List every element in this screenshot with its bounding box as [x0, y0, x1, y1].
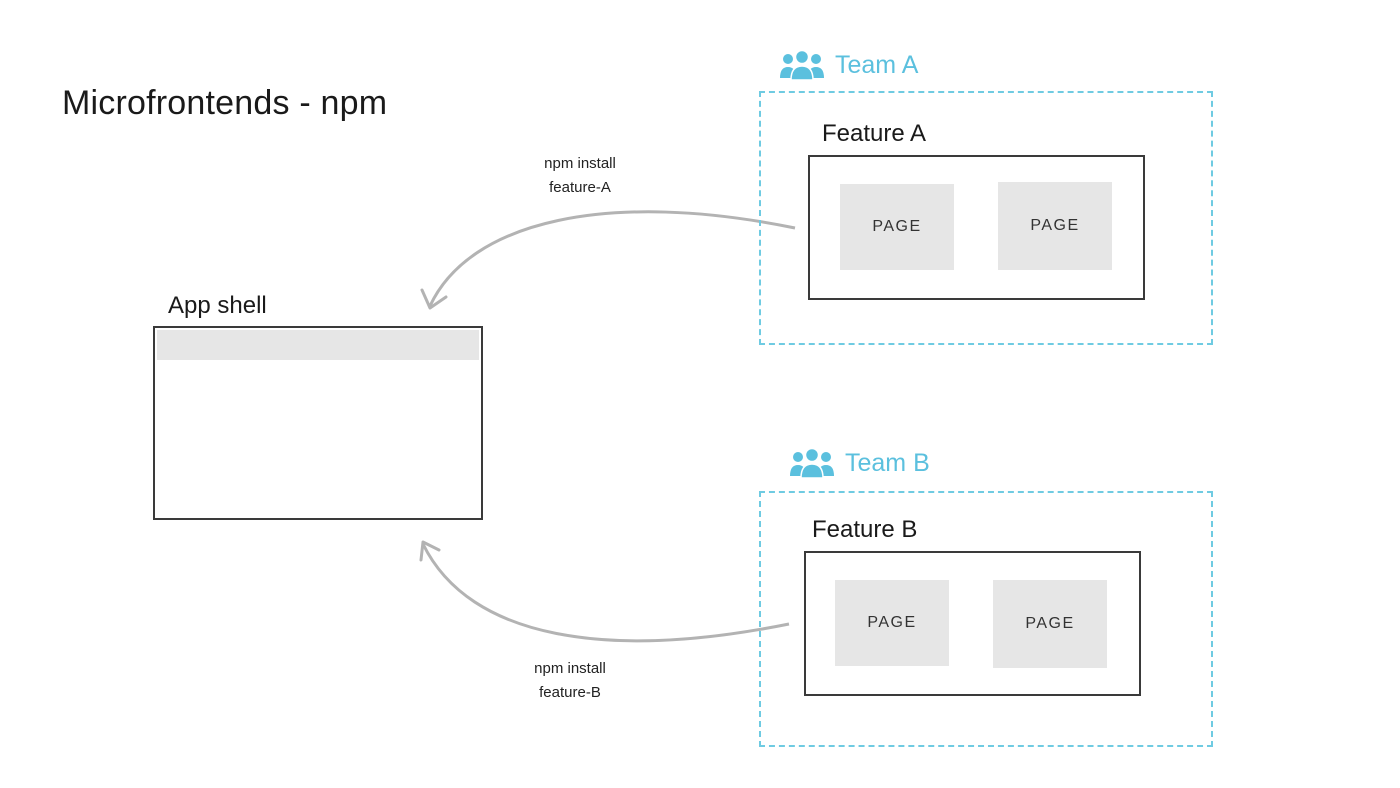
team-b-name: Team B: [845, 448, 930, 477]
app-shell-box: [153, 326, 483, 520]
install-note-a: npm install feature-A: [520, 152, 640, 200]
team-a-name: Team A: [835, 50, 919, 79]
feature-b-page-2: PAGE: [993, 580, 1107, 668]
feature-b-label: Feature B: [812, 516, 918, 543]
team-b-boundary: [759, 491, 1213, 747]
app-shell-header-bar: [157, 330, 479, 360]
arrow-feature-a-to-app-shell: [428, 210, 796, 307]
install-note-b-line2: feature-B: [539, 684, 601, 701]
team-a-boundary: [759, 91, 1213, 345]
arrowhead-feature-a: [420, 288, 448, 310]
install-note-b: npm install feature-B: [510, 657, 630, 705]
arrowhead-feature-b: [419, 540, 441, 562]
feature-a-label: Feature A: [822, 120, 927, 147]
team-a-label: Team A: [779, 50, 918, 80]
feature-b-page-1: PAGE: [835, 580, 949, 666]
install-note-b-line1: npm install: [534, 660, 606, 677]
feature-a-page-2: PAGE: [998, 182, 1112, 270]
app-shell-label: App shell: [168, 292, 267, 319]
arrow-feature-b-to-app-shell: [421, 543, 790, 643]
team-users-icon: [789, 448, 835, 478]
diagram-title: Microfrontends - npm: [62, 84, 388, 122]
install-note-a-line1: npm install: [544, 155, 616, 172]
team-b-label: Team B: [789, 448, 930, 478]
feature-a-page-1: PAGE: [840, 184, 954, 270]
install-note-a-line2: feature-A: [549, 179, 611, 196]
team-users-icon: [779, 50, 825, 80]
